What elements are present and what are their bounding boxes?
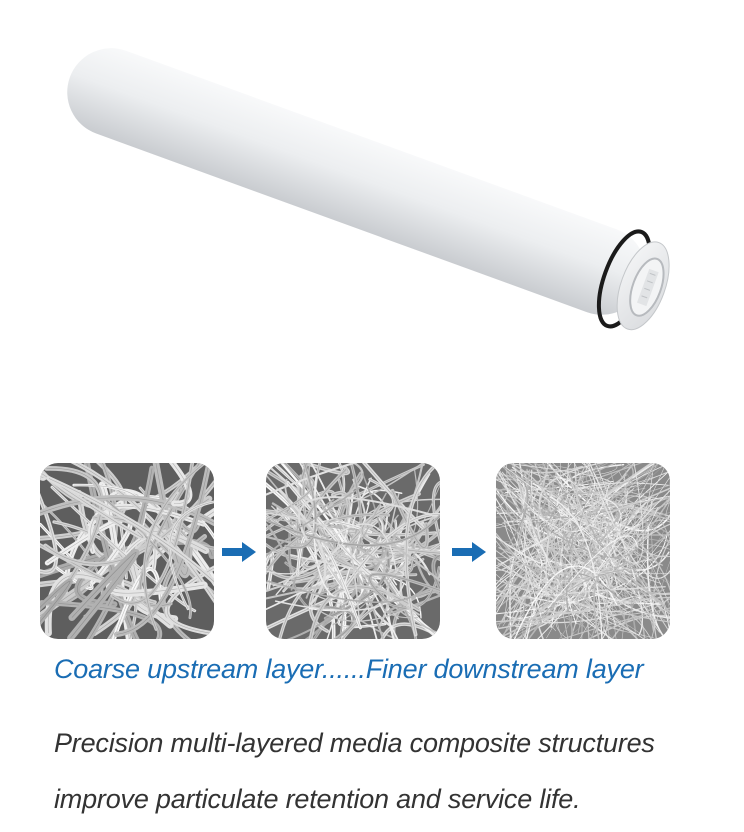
coarse-fiber-micrograph <box>40 463 214 639</box>
filter-cartridge-illustration <box>67 48 670 331</box>
cartridge-body <box>67 48 646 315</box>
medium-fiber-micrograph <box>266 463 440 639</box>
description-line-2: improve particulate retention and servic… <box>54 784 581 814</box>
layer-caption: Coarse upstream layer......Finer downstr… <box>54 654 644 684</box>
end-cap-core <box>636 268 659 307</box>
description-line-1: Precision multi-layered media composite … <box>54 728 655 758</box>
filter-cartridge-image <box>67 48 670 331</box>
fine-fiber-panel <box>496 463 670 639</box>
medium-fiber-panel <box>266 463 440 639</box>
right-arrow-icon <box>222 540 258 564</box>
right-arrow-icon <box>452 540 488 564</box>
fine-fiber-micrograph <box>496 463 670 639</box>
coarse-fiber-panel <box>40 463 214 639</box>
